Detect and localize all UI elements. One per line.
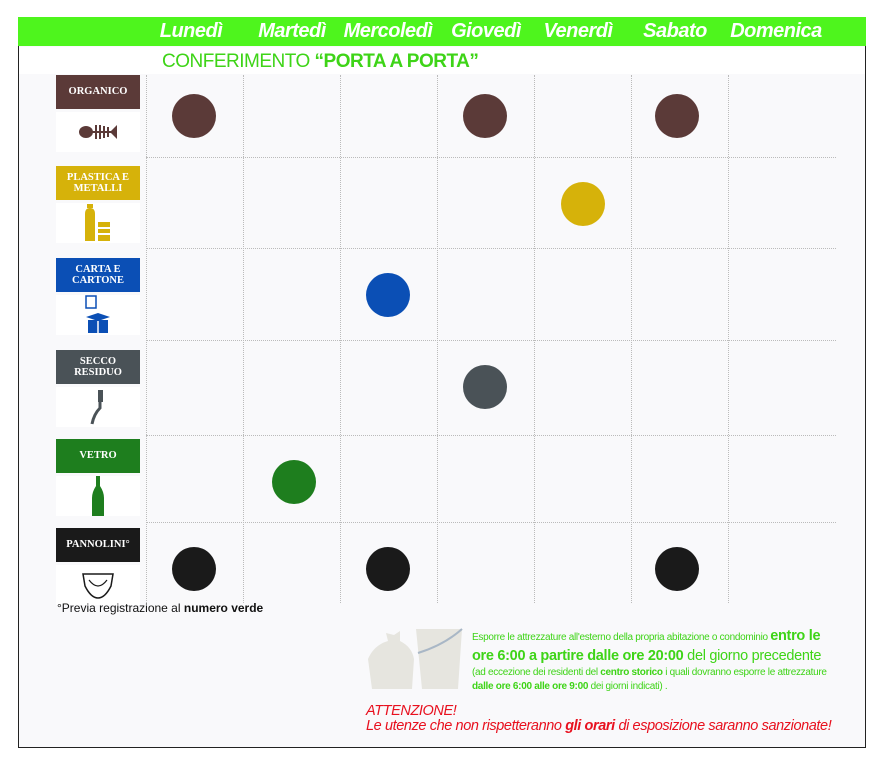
- subtitle-bold: “PORTA A PORTA”: [314, 51, 479, 72]
- grid-line: [728, 75, 729, 603]
- grid-line: [534, 75, 535, 603]
- day-header-1: Martedì: [258, 20, 326, 42]
- collection-dot: [655, 94, 699, 138]
- warning: ATTENZIONE!Le utenze che non rispetteran…: [366, 703, 832, 735]
- grid-line: [146, 248, 836, 249]
- day-header-6: Domenica: [730, 20, 822, 42]
- info-text: del giorno precedente: [683, 647, 822, 664]
- category-label: CARTA E CARTONE: [56, 258, 140, 292]
- category-label: ORGANICO: [56, 75, 140, 109]
- grid-line: [243, 75, 244, 603]
- category-label: PANNOLINI°: [56, 528, 140, 562]
- day-header-3: Giovedì: [451, 20, 521, 42]
- cardboard-box-icon: [56, 295, 140, 335]
- info-bold: entro le ore 6:00 a partire dalle ore 20…: [472, 628, 821, 664]
- collection-dot: [463, 94, 507, 138]
- info-bold: centro storico: [600, 667, 663, 679]
- collection-dot: [561, 182, 605, 226]
- collection-dot: [655, 547, 699, 591]
- day-header-5: Sabato: [643, 20, 707, 42]
- info-text: i quali dovranno esporre le attrezzature: [662, 667, 827, 679]
- warning-text: di esposizione saranno sanzionate!: [614, 718, 832, 735]
- bag-bin-icon: [368, 628, 463, 689]
- grid-line: [631, 75, 632, 603]
- grid-line: [146, 522, 836, 523]
- subtitle: CONFERIMENTO “PORTA A PORTA”: [162, 51, 479, 73]
- bottle-can-icon: [56, 203, 140, 243]
- day-header-2: Mercoledì: [343, 20, 433, 42]
- glass-bottle-icon: [56, 476, 140, 516]
- grid-line: [146, 75, 147, 603]
- subtitle-prefix: CONFERIMENTO: [162, 51, 315, 72]
- grid-line: [146, 157, 836, 158]
- day-header-4: Venerdì: [543, 20, 613, 42]
- collection-dot: [366, 273, 410, 317]
- grid-line: [437, 75, 438, 603]
- note-text: °Previa registrazione al: [57, 601, 184, 615]
- calendar-frame: [18, 17, 866, 748]
- info-text: dei giorni indicati) .: [588, 680, 668, 692]
- grid-line: [146, 435, 836, 436]
- days-header: [18, 17, 866, 46]
- category-label: VETRO: [56, 439, 140, 473]
- warning-bold: gli orari: [565, 718, 615, 735]
- collection-dot: [272, 460, 316, 504]
- grid-line: [146, 340, 836, 341]
- warning-text: Le utenze che non rispetteranno: [366, 718, 566, 735]
- collection-dot: [366, 547, 410, 591]
- fish-bone-icon: [56, 112, 140, 152]
- diaper-icon: [56, 565, 140, 605]
- note-bold: numero verde: [183, 601, 264, 615]
- info-text: Esporre le attrezzature all'esterno dell…: [472, 632, 771, 643]
- day-header-0: Lunedì: [159, 20, 223, 42]
- collection-dot: [172, 94, 216, 138]
- warning-title: ATTENZIONE!: [366, 703, 457, 719]
- info-bold: dalle ore 6:00 alle ore 9:00: [472, 680, 589, 692]
- collection-dot: [463, 365, 507, 409]
- registration-note: °Previa registrazione al numero verde: [57, 601, 263, 615]
- grid-line: [340, 75, 341, 603]
- info-text: (ad eccezione dei residenti del: [472, 667, 601, 679]
- category-label: SECCO RESIDUO: [56, 350, 140, 384]
- exposure-info: Esporre le attrezzature all'esterno dell…: [472, 627, 842, 693]
- subtitle-bar: [19, 47, 865, 74]
- collection-dot: [172, 547, 216, 591]
- toothbrush-icon: [56, 387, 140, 427]
- category-label: PLASTICA E METALLI: [56, 166, 140, 200]
